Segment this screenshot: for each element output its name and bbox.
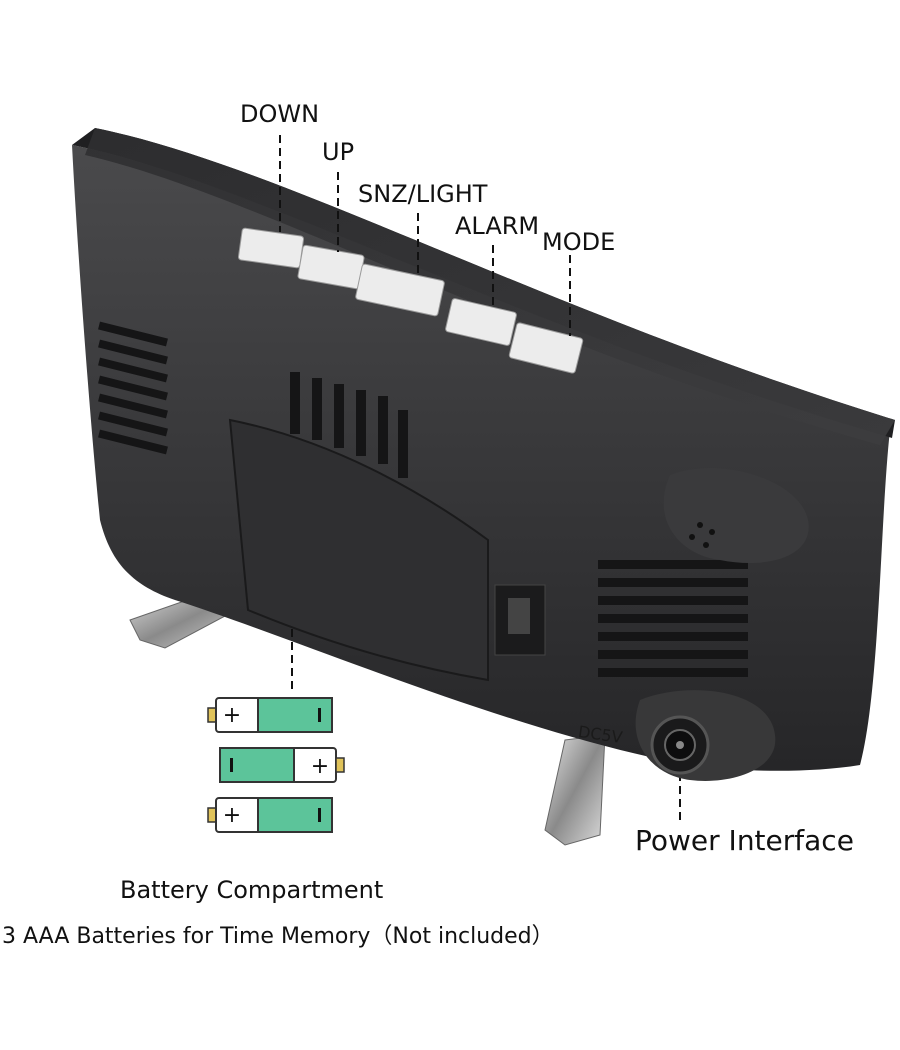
right-vent — [598, 560, 748, 677]
battery-icon-1: + — [207, 697, 333, 733]
battery-icon-3: + — [207, 797, 333, 833]
svg-text:+: + — [311, 754, 329, 779]
battery-icon-2: + — [219, 747, 345, 783]
svg-text:+: + — [223, 703, 241, 728]
svg-text:+: + — [223, 803, 241, 828]
power-interface-label: Power Interface — [635, 824, 854, 857]
up-label: UP — [322, 138, 355, 166]
battery-compartment-title: Battery Compartment — [120, 876, 384, 904]
down-label: DOWN — [240, 100, 320, 128]
slide-switch[interactable] — [494, 584, 546, 656]
snz-light-label: SNZ/LIGHT — [358, 180, 488, 208]
alarm-label: ALARM — [455, 212, 540, 240]
mode-label: MODE — [542, 228, 616, 256]
battery-note: 3 AAA Batteries for Time Memory（Not incl… — [2, 924, 554, 949]
top-buttons — [237, 227, 584, 374]
alarm-button[interactable] — [445, 298, 517, 346]
right-stand — [544, 734, 606, 846]
center-vent — [290, 372, 408, 478]
mode-button[interactable] — [508, 322, 584, 374]
speaker-bump — [663, 467, 809, 564]
snz-light-button[interactable] — [355, 263, 445, 317]
battery-door — [228, 418, 489, 682]
power-jack[interactable] — [635, 690, 776, 781]
left-vent — [98, 321, 168, 455]
